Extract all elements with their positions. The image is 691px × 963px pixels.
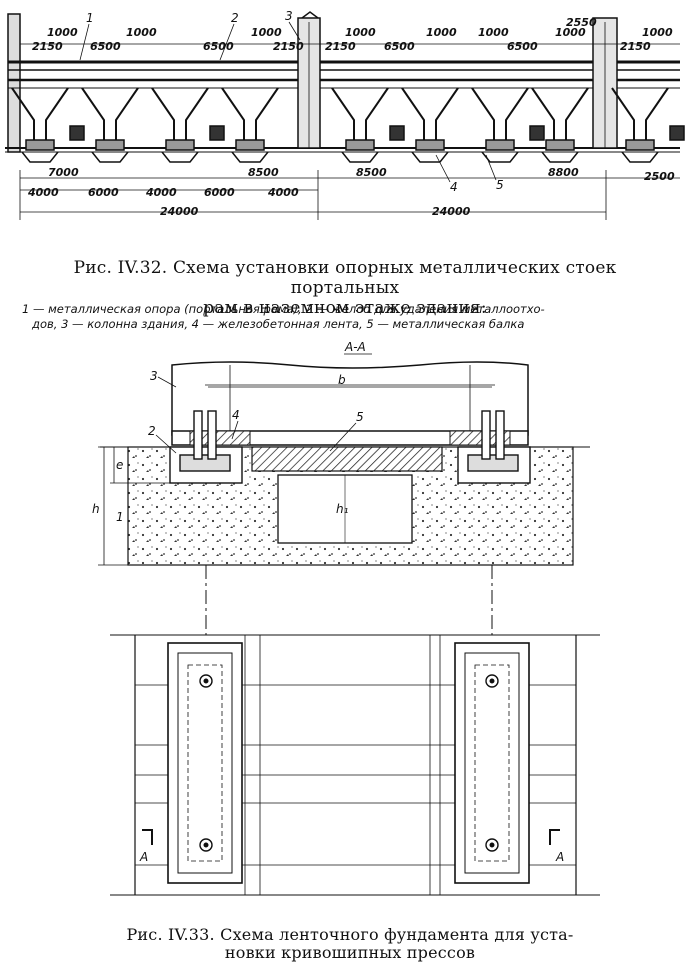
cut-marker-right: A [555, 850, 564, 864]
section-callout-5: 5 [356, 410, 364, 424]
dim-top: 6500 [90, 40, 121, 53]
dim-top: 2150 [325, 40, 356, 53]
plan-left-strip [167, 642, 243, 884]
dim-top: 2550 [566, 16, 597, 29]
dim-bottom: 8500 [248, 166, 279, 179]
dim-bottom: 4000 [267, 186, 299, 199]
dim-top: 1000 [47, 26, 78, 39]
dim-top: 6500 [203, 40, 234, 53]
dim-top: 2150 [32, 40, 63, 53]
cut-marker-left: A [139, 850, 148, 864]
dim-bottom: 6000 [88, 186, 119, 199]
section-callout-2: 2 [148, 424, 156, 438]
dim-bottom: 6000 [204, 186, 235, 199]
section-label: А-А [344, 340, 366, 354]
fig32-caption-line2: рам в наземном этаже здания: [203, 298, 487, 318]
dim-top: 1000 [642, 26, 673, 39]
callout-1: 1 [86, 11, 94, 25]
fig33-caption-line2: новки кривошипных прессов [224, 943, 476, 962]
fig32-caption-line1: Рис. IV.32. Схема установки опорных мета… [73, 258, 617, 298]
portal-frame-support [401, 87, 459, 163]
fig33-caption: Рис. IV.33. Схема ленточного фундамента … [90, 926, 610, 962]
section-callout-4: 4 [232, 408, 240, 422]
dim-bottom: 8500 [356, 166, 387, 179]
strip-foundation-drawing: А-А b h₁ h e 3 [92, 340, 600, 896]
section-callout-3: 3 [150, 369, 158, 383]
dim-h: h [92, 502, 100, 516]
dim-bottom: 4000 [145, 186, 177, 199]
press-frame [171, 361, 529, 446]
dim-bottom: 7000 [48, 166, 79, 179]
dim-bottom-total: 24000 [160, 205, 199, 218]
callout-3: 3 [285, 9, 293, 23]
fig33-caption-line1: Рис. IV.33. Схема ленточного фундамента … [126, 925, 574, 944]
fig32-legend-line1: 1 — металлическая опора (портальная рама… [22, 302, 545, 316]
callout-5: 5 [496, 178, 504, 192]
portal-frames-elevation-drawing: 1 2 3 4 5 1000 2150 6500 1000 6500 1000 … [5, 9, 685, 220]
dim-top: 1000 [478, 26, 509, 39]
portal-frame-support [611, 87, 685, 163]
dim-e: e [116, 458, 123, 472]
dim-top: 2150 [273, 40, 304, 53]
dim-top: 1000 [555, 26, 586, 39]
building-column-2 [592, 17, 618, 149]
plan-view [110, 634, 600, 896]
portal-frames [11, 87, 685, 163]
callout-2: 2 [231, 11, 239, 25]
dim-top: 1000 [126, 26, 157, 39]
portal-frame-support [81, 87, 139, 163]
concrete-strip [251, 446, 443, 472]
callout-4: 4 [450, 180, 458, 194]
dim-top: 1000 [251, 26, 282, 39]
dim-top: 2150 [620, 40, 651, 53]
dim-top: 1000 [426, 26, 457, 39]
dim-h1: h₁ [336, 502, 349, 516]
left-trough [169, 410, 243, 484]
top-dimensions: 1000 2150 6500 1000 6500 1000 2150 2150 … [20, 16, 680, 53]
portal-frame-support [11, 87, 85, 163]
portal-frame-support [221, 87, 279, 163]
dim-bottom: 2500 [644, 170, 675, 183]
portal-frame-support [331, 87, 405, 163]
fig32-legend: 1 — металлическая опора (портальная рама… [22, 302, 682, 332]
dim-b: b [338, 373, 346, 387]
dim-top: 6500 [384, 40, 415, 53]
fig32-caption: Рис. IV.32. Схема установки опорных мета… [20, 258, 670, 318]
portal-frame-support [471, 87, 545, 163]
dim-top: 6500 [507, 40, 538, 53]
building-column-1 [297, 11, 321, 149]
dim-bottom: 8800 [548, 166, 579, 179]
left-wall [7, 13, 21, 153]
plan-right-strip [454, 642, 530, 884]
right-trough [457, 410, 531, 484]
portal-frame-support [531, 87, 589, 163]
section-callout-1: 1 [116, 510, 124, 524]
dim-top: 1000 [345, 26, 376, 39]
dim-bottom-total: 24000 [432, 205, 471, 218]
portal-frame-support [151, 87, 225, 163]
fig32-legend-line2: дов, 3 — колонна здания, 4 — железобетон… [32, 317, 525, 331]
dim-bottom: 4000 [27, 186, 59, 199]
